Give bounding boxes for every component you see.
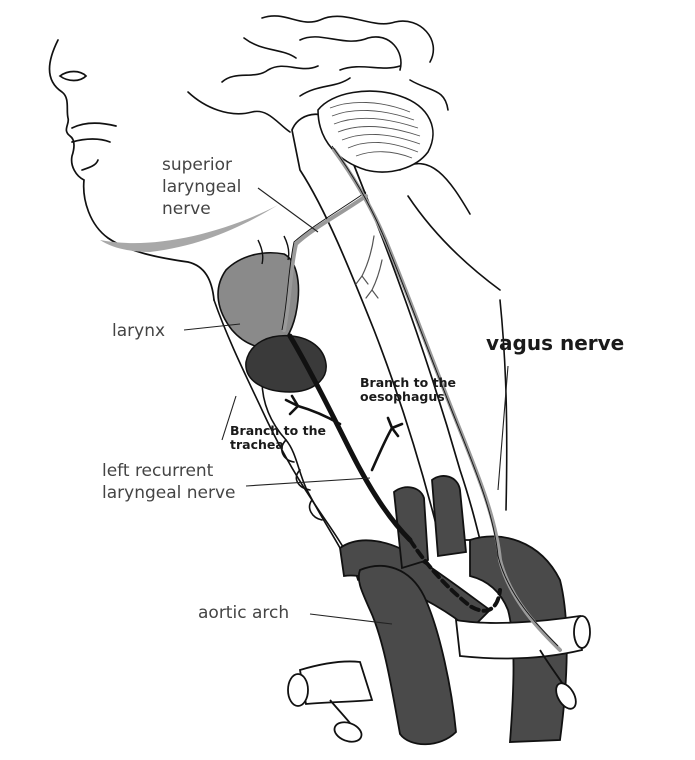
branch-oesophagus-label: Branch to the oesophagus — [360, 376, 456, 404]
larynx-shape — [217, 235, 300, 349]
cerebellum — [317, 90, 434, 173]
label-line: Branch to the — [230, 423, 326, 438]
left-recurrent-laryngeal-nerve-label: left recurrent laryngeal nerve — [102, 460, 236, 504]
superior-laryngeal-nerve-label: superior laryngeal nerve — [162, 154, 241, 220]
vagus-branches — [355, 235, 383, 299]
label-line: laryngeal — [162, 177, 242, 197]
left-recurrent-laryngeal-nerve — [287, 333, 413, 543]
label-line: oesophagus — [360, 389, 445, 404]
label-line: nerve — [162, 199, 211, 219]
face-profile — [48, 39, 215, 301]
leader-lines — [183, 187, 509, 625]
branch-trachea-label: Branch to the trachea — [230, 424, 326, 452]
vagus-nerve-label: vagus nerve — [486, 331, 625, 355]
label-line: laryngeal nerve — [102, 483, 236, 503]
label-line: left recurrent — [102, 461, 214, 481]
label-line: superior — [162, 155, 232, 175]
aortic-arch-vessels — [287, 475, 591, 746]
label-line: Branch to the — [360, 375, 456, 390]
recurrent-nerve-under-arch — [408, 538, 502, 613]
label-line: trachea — [230, 437, 284, 452]
branch-trachea-nerve — [284, 394, 342, 426]
jaw-shadow — [100, 205, 278, 252]
brainstem-tube — [291, 113, 482, 541]
branch-oesophagus-nerve — [370, 416, 404, 472]
brain-outline — [187, 15, 449, 133]
larynx-label: larynx — [112, 321, 166, 341]
aortic-arch-label: aortic arch — [198, 603, 290, 623]
superior-laryngeal-nerve — [282, 194, 368, 332]
cricoid-shape — [245, 334, 327, 393]
